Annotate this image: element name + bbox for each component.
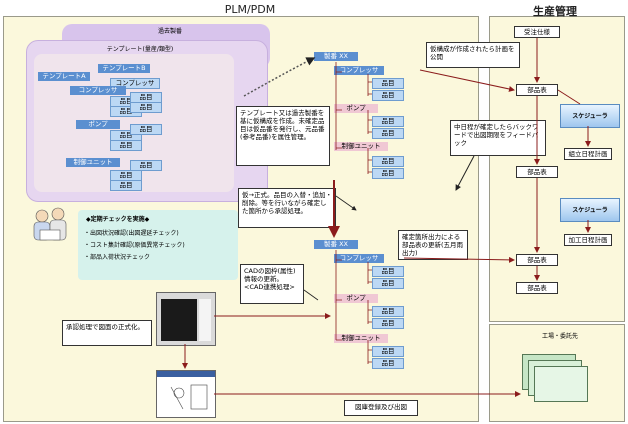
part-bar: 品目 [130,160,162,171]
check-item: ・部品入荷状況チェック [84,254,151,261]
bom-bottom-compressor: コンプレッサ [334,254,384,263]
pump-bar: ポンプ [76,120,120,129]
bom-top-title: 製番 XX [314,52,358,61]
bom-bottom-pump: ポンプ [334,294,378,303]
cad-sidebar [199,299,211,341]
template-b-bar: テンプレートB [98,64,150,73]
part-bar: 品目 [110,180,142,191]
people-illustration [30,206,74,246]
bom-bottom-part: 品目 [372,358,404,369]
cad-viewport [161,299,197,341]
bom-top-pump: ポンプ [334,104,378,113]
check-panel [78,210,238,280]
tentative-publish-note: 仮構成が作成されたら計画を公開 [426,42,520,68]
cad-note: CADの図枠(属性)情報の更新。<CAD連携処理> [240,264,304,304]
approval-note: 承認処理で図面の正式化。 [62,320,152,346]
bom-top-part: 品目 [372,156,404,167]
bom-bottom-part: 品目 [372,266,404,277]
part-bar: 品目 [130,102,162,113]
part-bar: 品目 [130,124,162,135]
scheduler-2-label: スケジューラ [572,207,608,214]
template-a-bar: テンプレートA [38,72,90,81]
check-item: ・コスト集計確認(原価異常チェック) [84,242,185,249]
bom-top-part: 品目 [372,78,404,89]
bom-bottom-control-unit: 制御ユニット [334,334,388,343]
factory-doc-front [534,366,588,402]
bom-top-compressor: コンプレッサ [334,66,384,75]
factory-label: 工場・委託先 [541,333,578,340]
check-title: ◆定期チェックを実施◆ [86,216,150,223]
bom-box-1: 部品表 [516,84,558,96]
bom-box-4: 部品表 [516,282,558,294]
bom-bottom-part: 品目 [372,346,404,357]
scheduler-2: スケジューラ [560,198,620,222]
people-illustration-svg [33,207,67,241]
compressor-b-bar: コンプレッサ [110,78,160,89]
drawing-viewer-svg [170,384,208,410]
bom-box-2: 部品表 [516,166,558,178]
template-note: テンプレート又は過去製番を基に仮構成を作成。未確定品目は仮品番を発行し、元品番(… [236,106,330,166]
bom-bottom-part: 品目 [372,318,404,329]
confirmed-output-note: 確定箇所出力による部品表の更新(五月雨出力) [398,230,468,260]
cad-screenshot [156,292,216,346]
bom-top-part: 品目 [372,168,404,179]
scheduler-1-label: スケジューラ [572,113,608,120]
bom-bottom-part: 品目 [372,278,404,289]
scheduler-1: スケジューラ [560,104,620,128]
bom-top-part: 品目 [372,116,404,127]
machining-plan-box: 加工日程計画 [564,234,612,246]
part-bar: 品目 [110,140,142,151]
past-order-label: 過去製番 [157,28,182,35]
bom-top-control-unit: 制御ユニット [334,142,388,151]
template-label: テンプレート(量産/類型) [106,46,174,53]
bom-box-3: 部品表 [516,254,558,266]
drawing-viewer [156,370,216,418]
assembly-plan-box: 組立日程計画 [564,148,612,160]
production-title: 生産管理 [533,5,577,18]
control-unit-bar: 制御ユニット [66,158,120,167]
bom-top-part: 品目 [372,128,404,139]
bom-bottom-part: 品目 [372,306,404,317]
check-item: ・出図状況確認(出図遅延チェック) [84,230,179,237]
bom-bottom-title: 製番 XX [314,240,358,249]
bom-top-part: 品目 [372,90,404,101]
formalize-note: 仮→正式。品目の入替・追加・削除。等を行いながら確定した箇所から承認処理。 [238,188,336,228]
plm-title: PLM/PDM [224,3,276,16]
order-spec-box: 受注仕様 [514,26,560,38]
drawing-registration-note: 図庫登録及び出図 [344,400,418,416]
feedback-note: 中日程が確定したらバックワードで出図期限をフィードバック [450,120,546,156]
compressor-bar: コンプレッサ [70,86,126,95]
drawing-viewer-toolbar [157,371,215,377]
